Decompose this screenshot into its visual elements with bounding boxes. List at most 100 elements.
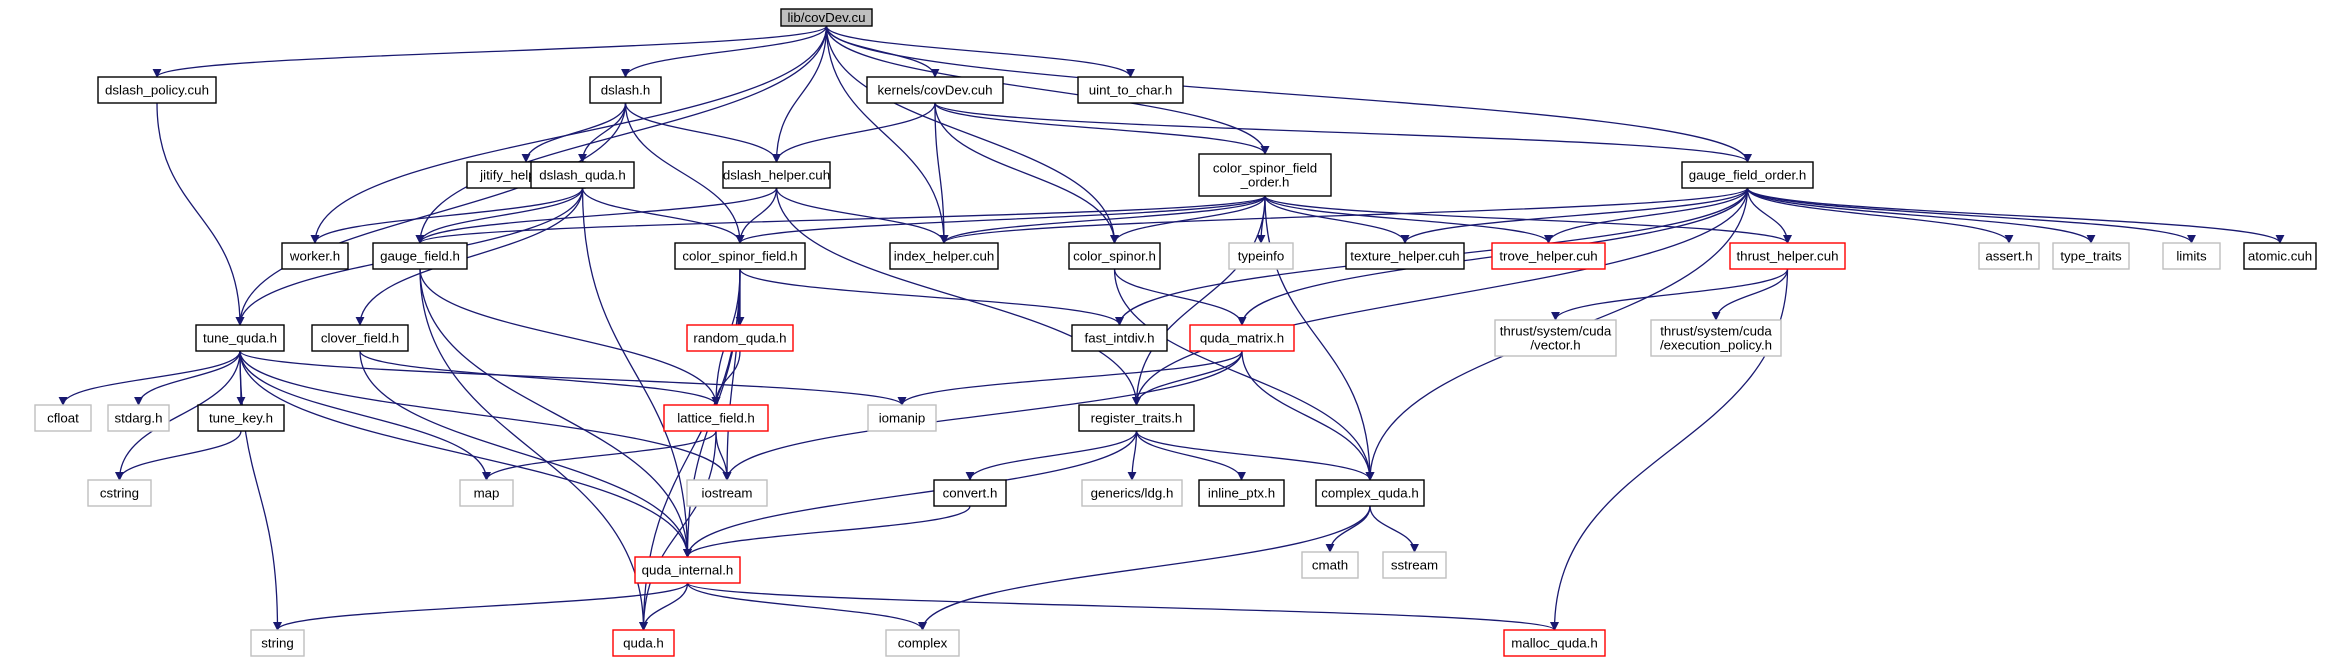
node-color-spinor-field-order[interactable]: color_spinor_field_order.h xyxy=(1198,153,1332,197)
node-label: random_quda.h xyxy=(693,331,786,346)
edge-register_traits-to-inline_ptx xyxy=(1135,430,1246,481)
node-label: stdarg.h xyxy=(114,411,162,426)
node-complex-quda[interactable]: complex_quda.h xyxy=(1315,479,1425,507)
edge-gauge_field-to-quda_h xyxy=(419,268,648,631)
node-box xyxy=(107,404,170,432)
node-color-spinor-field[interactable]: color_spinor_field.h xyxy=(674,242,806,270)
node-box xyxy=(1068,242,1161,270)
node-stdarg[interactable]: stdarg.h xyxy=(107,404,170,432)
node-cmath[interactable]: cmath xyxy=(1301,551,1359,579)
edge-color_spinor-to-complex_quda xyxy=(1113,268,1375,481)
node-label: thrust/system/cuda xyxy=(1660,324,1772,339)
node-iomanip[interactable]: iomanip xyxy=(867,404,937,432)
edge-tune_quda-to-stdarg xyxy=(134,350,241,406)
node-label: clover_field.h xyxy=(321,331,399,346)
node-label: inline_ptx.h xyxy=(1208,486,1275,501)
node-box xyxy=(250,629,305,657)
node-box xyxy=(1729,242,1846,270)
node-malloc-quda[interactable]: malloc_quda.h xyxy=(1503,629,1606,657)
node-label: cstring xyxy=(100,486,139,501)
node-box xyxy=(1382,551,1447,579)
node-texture-helper[interactable]: texture_helper.cuh xyxy=(1345,242,1465,270)
node-map[interactable]: map xyxy=(459,479,514,507)
edge-dslash_quda-to-color_spinor_field xyxy=(581,187,745,244)
node-box xyxy=(1978,242,2040,270)
node-thrust-vector[interactable]: thrust/system/cuda/vector.h xyxy=(1494,319,1617,357)
edge-color_spinor-to-quda_matrix xyxy=(1113,268,1247,326)
node-label: assert.h xyxy=(1985,249,2032,264)
node-limits[interactable]: limits xyxy=(2162,242,2221,270)
node-box xyxy=(1301,551,1359,579)
node-box xyxy=(311,324,409,352)
node-thrust-exec[interactable]: thrust/system/cuda/execution_policy.h xyxy=(1650,319,1782,357)
edge-tune_quda-to-quda_internal xyxy=(239,350,692,558)
edge-tune_quda-to-iomanip xyxy=(239,350,907,406)
node-atomic[interactable]: atomic.cuh xyxy=(2243,242,2317,270)
node-box xyxy=(34,404,92,432)
node-label: thrust/system/cuda xyxy=(1500,324,1612,339)
node-label: gauge_field.h xyxy=(380,249,460,264)
node-quda-matrix[interactable]: quda_matrix.h xyxy=(1189,324,1295,352)
node-tune-key[interactable]: tune_key.h xyxy=(197,404,285,432)
node-register-traits[interactable]: register_traits.h xyxy=(1078,404,1195,432)
node-box xyxy=(686,324,794,352)
node-string[interactable]: string xyxy=(250,629,305,657)
node-label: convert.h xyxy=(943,486,998,501)
edge-gauge_field_order-to-limits xyxy=(1746,187,2196,244)
node-gauge-field[interactable]: gauge_field.h xyxy=(372,242,468,270)
node-dslash-h[interactable]: dslash.h xyxy=(589,76,662,104)
node-gauge-field-order[interactable]: gauge_field_order.h xyxy=(1681,161,1814,189)
node-lattice-field[interactable]: lattice_field.h xyxy=(663,404,769,432)
node-tune-quda[interactable]: tune_quda.h xyxy=(195,324,285,352)
node-label: atomic.cuh xyxy=(2248,249,2312,264)
edge-root-to-index_helper xyxy=(825,25,949,244)
node-iostream[interactable]: iostream xyxy=(686,479,768,507)
node-label: kernels/covDev.cuh xyxy=(877,83,992,98)
node-label: lattice_field.h xyxy=(677,411,755,426)
node-quda-internal[interactable]: quda_internal.h xyxy=(634,556,741,584)
node-clover-field[interactable]: clover_field.h xyxy=(311,324,409,352)
node-box xyxy=(885,629,960,657)
node-cfloat[interactable]: cfloat xyxy=(34,404,92,432)
node-label: malloc_quda.h xyxy=(1511,636,1598,651)
node-kernels-covdev[interactable]: kernels/covDev.cuh xyxy=(866,76,1004,104)
edge-tune_key-to-cstring xyxy=(115,430,242,481)
edge-gauge_field_order-to-trove_helper xyxy=(1544,187,1749,244)
node-label: complex_quda.h xyxy=(1321,486,1419,501)
node-index-helper[interactable]: index_helper.cuh xyxy=(889,242,999,270)
node-cstring[interactable]: cstring xyxy=(87,479,152,507)
node-label: string xyxy=(261,636,294,651)
node-dslash-policy[interactable]: dslash_policy.cuh xyxy=(97,76,217,104)
node-typeinfo[interactable]: typeinfo xyxy=(1228,242,1294,270)
node-random-quda[interactable]: random_quda.h xyxy=(686,324,794,352)
node-uint-to-char[interactable]: uint_to_char.h xyxy=(1077,76,1184,104)
node-worker[interactable]: worker.h xyxy=(281,242,349,270)
node-thrust-helper[interactable]: thrust_helper.cuh xyxy=(1729,242,1846,270)
node-box xyxy=(1198,153,1332,197)
node-color-spinor[interactable]: color_spinor.h xyxy=(1068,242,1161,270)
node-inline-ptx[interactable]: inline_ptx.h xyxy=(1198,479,1285,507)
node-box xyxy=(97,76,217,104)
node-type-traits[interactable]: type_traits xyxy=(2052,242,2130,270)
node-box xyxy=(634,556,741,584)
node-sstream[interactable]: sstream xyxy=(1382,551,1447,579)
edge-quda_matrix-to-iomanip xyxy=(897,350,1243,406)
node-dslash-helper[interactable]: dslash_helper.cuh xyxy=(722,161,831,189)
node-quda-h[interactable]: quda.h xyxy=(612,629,675,657)
node-generics-ldg[interactable]: generics/ldg.h xyxy=(1081,479,1183,507)
node-assert[interactable]: assert.h xyxy=(1978,242,2040,270)
node-fast-intdiv[interactable]: fast_intdiv.h xyxy=(1071,324,1168,352)
node-label: dslash.h xyxy=(601,83,651,98)
edge-dslash_h-to-jitify_helper xyxy=(521,102,627,163)
file-nodes: lib/covDev.cu dslash_policy.cuh dslash.h ke… xyxy=(34,8,2317,657)
edge-color_spinor_field_order-to-trove_helper xyxy=(1264,195,1553,244)
edge-quda_matrix-to-register_traits xyxy=(1132,350,1243,406)
node-root[interactable]: lib/covDev.cu xyxy=(780,8,873,27)
node-dslash-quda[interactable]: dslash_quda.h xyxy=(530,161,635,189)
node-label: uint_to_char.h xyxy=(1089,83,1173,98)
node-complex[interactable]: complex xyxy=(885,629,960,657)
node-convert[interactable]: convert.h xyxy=(933,479,1007,507)
node-trove-helper[interactable]: trove_helper.cuh xyxy=(1491,242,1606,270)
node-label: iomanip xyxy=(879,411,926,426)
